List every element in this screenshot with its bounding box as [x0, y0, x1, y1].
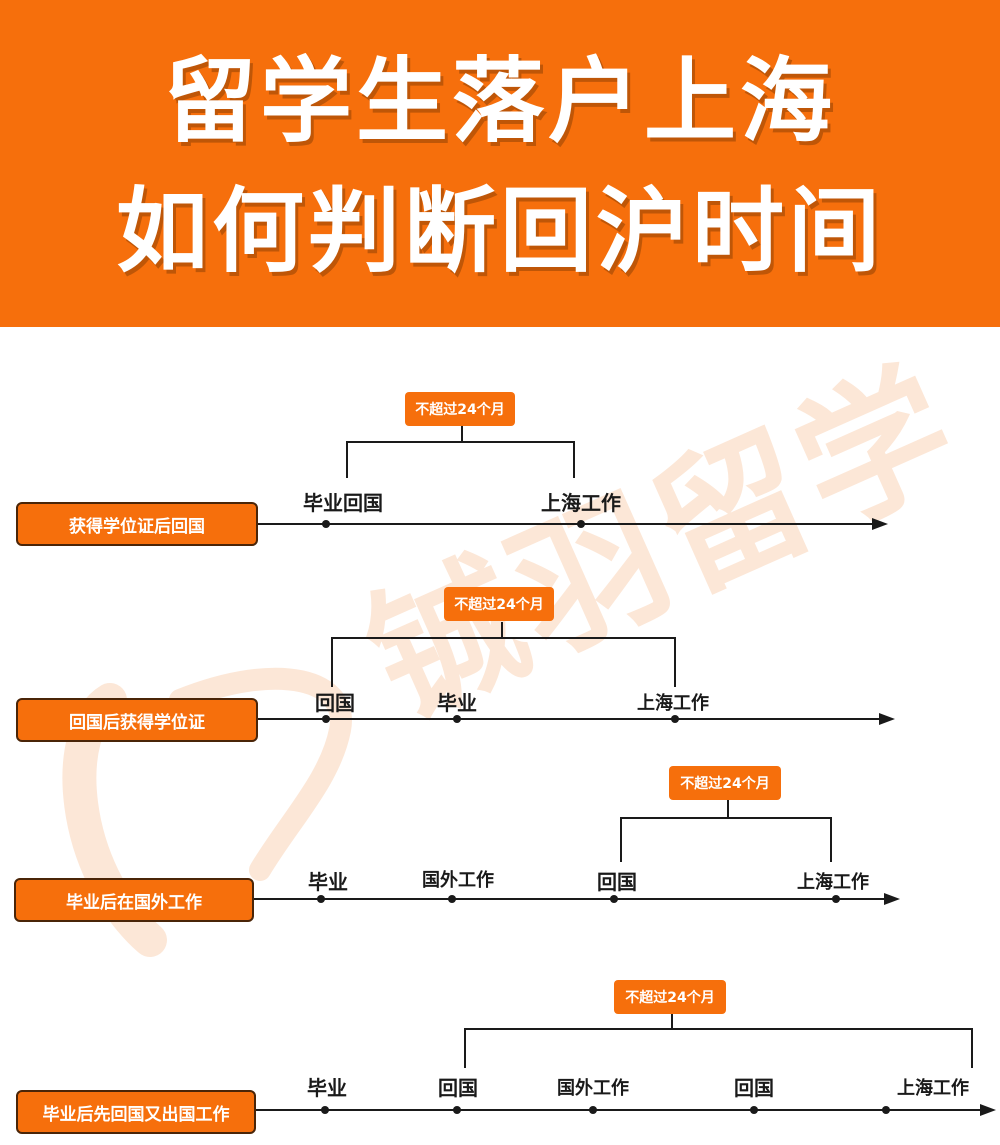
timeline-4-event-2: 回国: [438, 1076, 478, 1100]
timeline-4-event-dot-4: [750, 1106, 758, 1114]
timeline-3-event-dot-4: [832, 895, 840, 903]
timeline-3-bracket: [620, 817, 832, 862]
timeline-1-event-1: 毕业回国: [303, 491, 383, 515]
timeline-4-event-dot-2: [453, 1106, 461, 1114]
timeline-4-event-4: 回国: [734, 1076, 774, 1100]
timeline-3-event-dot-1: [317, 895, 325, 903]
timeline-3-event-1: 毕业: [308, 870, 348, 894]
title-line-2: 如何判断回沪时间: [115, 178, 884, 285]
timeline-2-event-2: 毕业: [437, 691, 477, 715]
timeline-3-duration-badge: 不超过24个月: [669, 766, 781, 800]
timeline-4-label: 毕业后先回国又出国工作: [16, 1090, 256, 1134]
title-line-1: 留学生落户上海: [163, 48, 836, 155]
timeline-2-arrow-icon: [879, 713, 895, 725]
timeline-4-arrow-icon: [980, 1104, 996, 1116]
timeline-4-event-dot-5: [882, 1106, 890, 1114]
timeline-3-label: 毕业后在国外工作: [14, 878, 254, 922]
timeline-2-bracket: [331, 637, 676, 687]
timeline-3-arrow-icon: [884, 893, 900, 905]
timeline-2-event-dot-3: [671, 715, 679, 723]
timeline-1-event-2: 上海工作: [541, 491, 621, 515]
timeline-4-event-dot-3: [589, 1106, 597, 1114]
timeline-4-duration-badge: 不超过24个月: [614, 980, 726, 1014]
timeline-1-event-dot-1: [322, 520, 330, 528]
title-banner: 留学生落户上海 如何判断回沪时间: [0, 0, 1000, 327]
timeline-1-duration-badge: 不超过24个月: [405, 392, 515, 426]
timeline-3-event-dot-2: [448, 895, 456, 903]
timeline-3-event-dot-3: [610, 895, 618, 903]
timeline-2-label: 回国后获得学位证: [16, 698, 258, 742]
timeline-2-event-3: 上海工作: [637, 693, 709, 714]
timeline-2-event-1: 回国: [315, 691, 355, 715]
timeline-1-event-dot-2: [577, 520, 585, 528]
timeline-3-event-4: 上海工作: [797, 872, 869, 893]
timeline-3-event-3: 回国: [597, 870, 637, 894]
timeline-1-bracket: [346, 441, 575, 478]
timeline-4-bracket: [464, 1028, 973, 1068]
timeline-4-event-5: 上海工作: [897, 1078, 969, 1099]
timeline-4-event-1: 毕业: [307, 1076, 347, 1100]
timeline-2-event-dot-1: [322, 715, 330, 723]
timeline-1-label: 获得学位证后回国: [16, 502, 258, 546]
timeline-1-arrow-icon: [872, 518, 888, 530]
timeline-2-duration-badge: 不超过24个月: [444, 587, 554, 621]
timeline-2-event-dot-2: [453, 715, 461, 723]
timeline-4-event-3: 国外工作: [557, 1078, 629, 1099]
timeline-4-event-dot-1: [321, 1106, 329, 1114]
timeline-3-event-2: 国外工作: [422, 870, 494, 891]
